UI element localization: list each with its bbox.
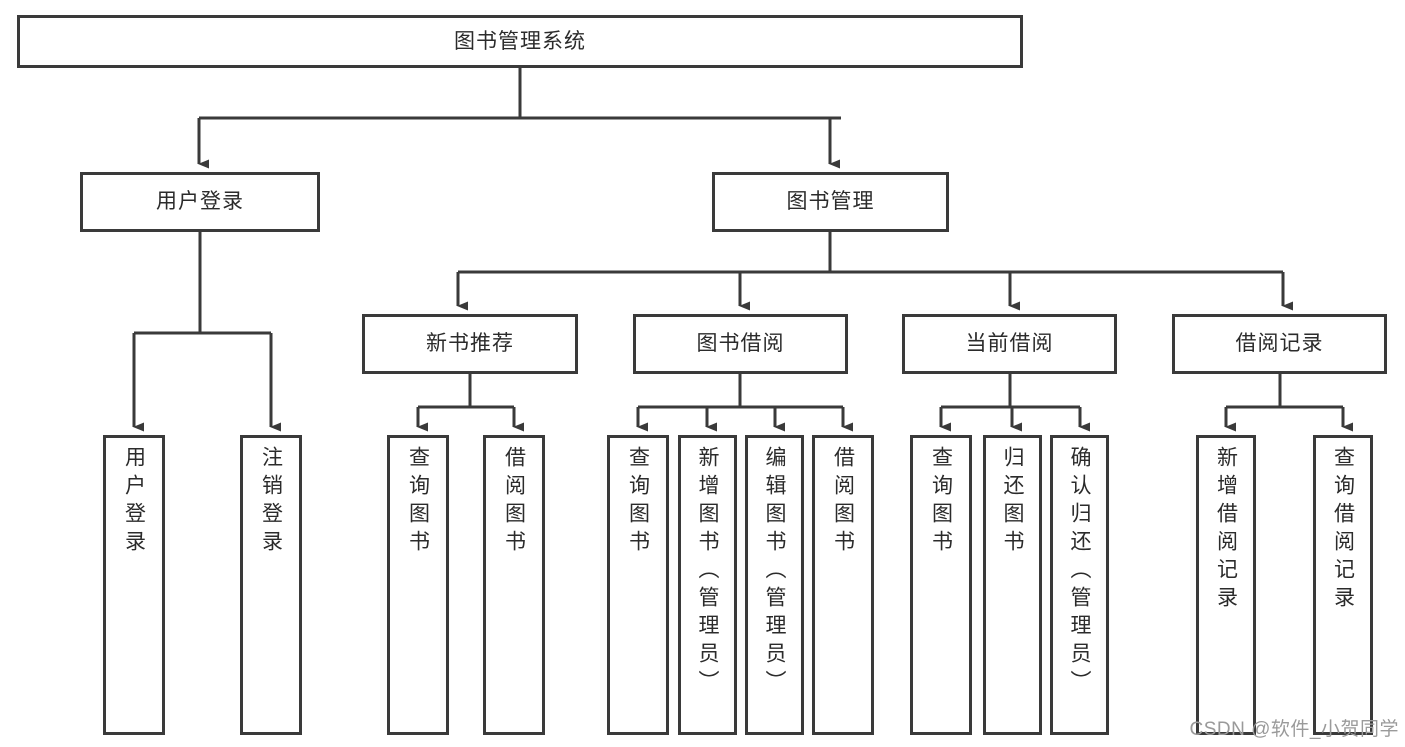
node-leaf-query-book-borrow[interactable]: 查询图书	[607, 435, 669, 735]
node-leaf-user-login-label: 用户登录	[122, 446, 146, 558]
node-book-management-label: 图书管理	[786, 190, 875, 214]
node-leaf-query-borrow-record-label: 查询借阅记录	[1331, 446, 1355, 614]
edge-root-to-level2	[197, 68, 841, 169]
node-book-borrow-label: 图书借阅	[696, 332, 785, 356]
node-root-system-label: 图书管理系统	[454, 29, 586, 53]
node-leaf-borrow-book-borrow-label: 借阅图书	[831, 446, 855, 558]
node-leaf-return-book[interactable]: 归还图书	[983, 435, 1042, 735]
node-leaf-add-borrow-record[interactable]: 新增借阅记录	[1196, 435, 1256, 735]
node-leaf-borrow-book-new[interactable]: 借阅图书	[483, 435, 545, 735]
node-root-system[interactable]: 图书管理系统	[17, 15, 1023, 68]
node-user-login-label: 用户登录	[156, 190, 244, 214]
node-leaf-add-borrow-record-label: 新增借阅记录	[1214, 446, 1238, 614]
edge-new-book-recommend-to-leaves	[416, 374, 524, 432]
node-book-management[interactable]: 图书管理	[712, 172, 949, 232]
node-leaf-query-book-new[interactable]: 查询图书	[387, 435, 449, 735]
node-leaf-user-login[interactable]: 用户登录	[103, 435, 165, 735]
node-leaf-confirm-return-admin-label: 确认归还（管理员）	[1068, 446, 1091, 698]
node-leaf-add-book-admin-label: 新增图书（管理员）	[696, 446, 719, 698]
node-book-borrow[interactable]: 图书借阅	[633, 314, 848, 374]
node-current-borrow-label: 当前借阅	[965, 332, 1054, 356]
node-leaf-edit-book-admin-label: 编辑图书（管理员）	[763, 446, 786, 698]
node-leaf-user-logout-label: 注销登录	[259, 446, 283, 558]
node-current-borrow[interactable]: 当前借阅	[902, 314, 1117, 374]
node-leaf-query-book-current-label: 查询图书	[929, 446, 953, 558]
node-new-book-recommend-label: 新书推荐	[426, 332, 514, 356]
edge-book-borrow-to-leaves	[636, 374, 853, 432]
edge-book-management-to-level3	[456, 232, 1293, 311]
node-leaf-query-book-borrow-label: 查询图书	[626, 446, 650, 558]
node-new-book-recommend[interactable]: 新书推荐	[362, 314, 578, 374]
edge-user-login-to-leaves	[132, 232, 281, 432]
csdn-watermark: CSDN @软件_小贺同学	[1189, 719, 1399, 740]
node-borrow-record[interactable]: 借阅记录	[1172, 314, 1387, 374]
node-leaf-borrow-book-new-label: 借阅图书	[502, 446, 526, 558]
node-leaf-query-book-new-label: 查询图书	[406, 446, 430, 558]
edge-current-borrow-to-leaves	[939, 374, 1090, 432]
node-leaf-return-book-label: 归还图书	[1001, 446, 1024, 558]
node-leaf-query-book-current[interactable]: 查询图书	[910, 435, 972, 735]
node-leaf-edit-book-admin[interactable]: 编辑图书（管理员）	[745, 435, 804, 735]
edge-borrow-record-to-leaves	[1224, 374, 1353, 432]
node-leaf-query-borrow-record[interactable]: 查询借阅记录	[1313, 435, 1373, 735]
node-leaf-borrow-book-borrow[interactable]: 借阅图书	[812, 435, 874, 735]
node-leaf-confirm-return-admin[interactable]: 确认归还（管理员）	[1050, 435, 1109, 735]
node-user-login[interactable]: 用户登录	[80, 172, 320, 232]
node-leaf-add-book-admin[interactable]: 新增图书（管理员）	[678, 435, 737, 735]
node-leaf-user-logout[interactable]: 注销登录	[240, 435, 302, 735]
node-borrow-record-label: 借阅记录	[1235, 332, 1324, 356]
